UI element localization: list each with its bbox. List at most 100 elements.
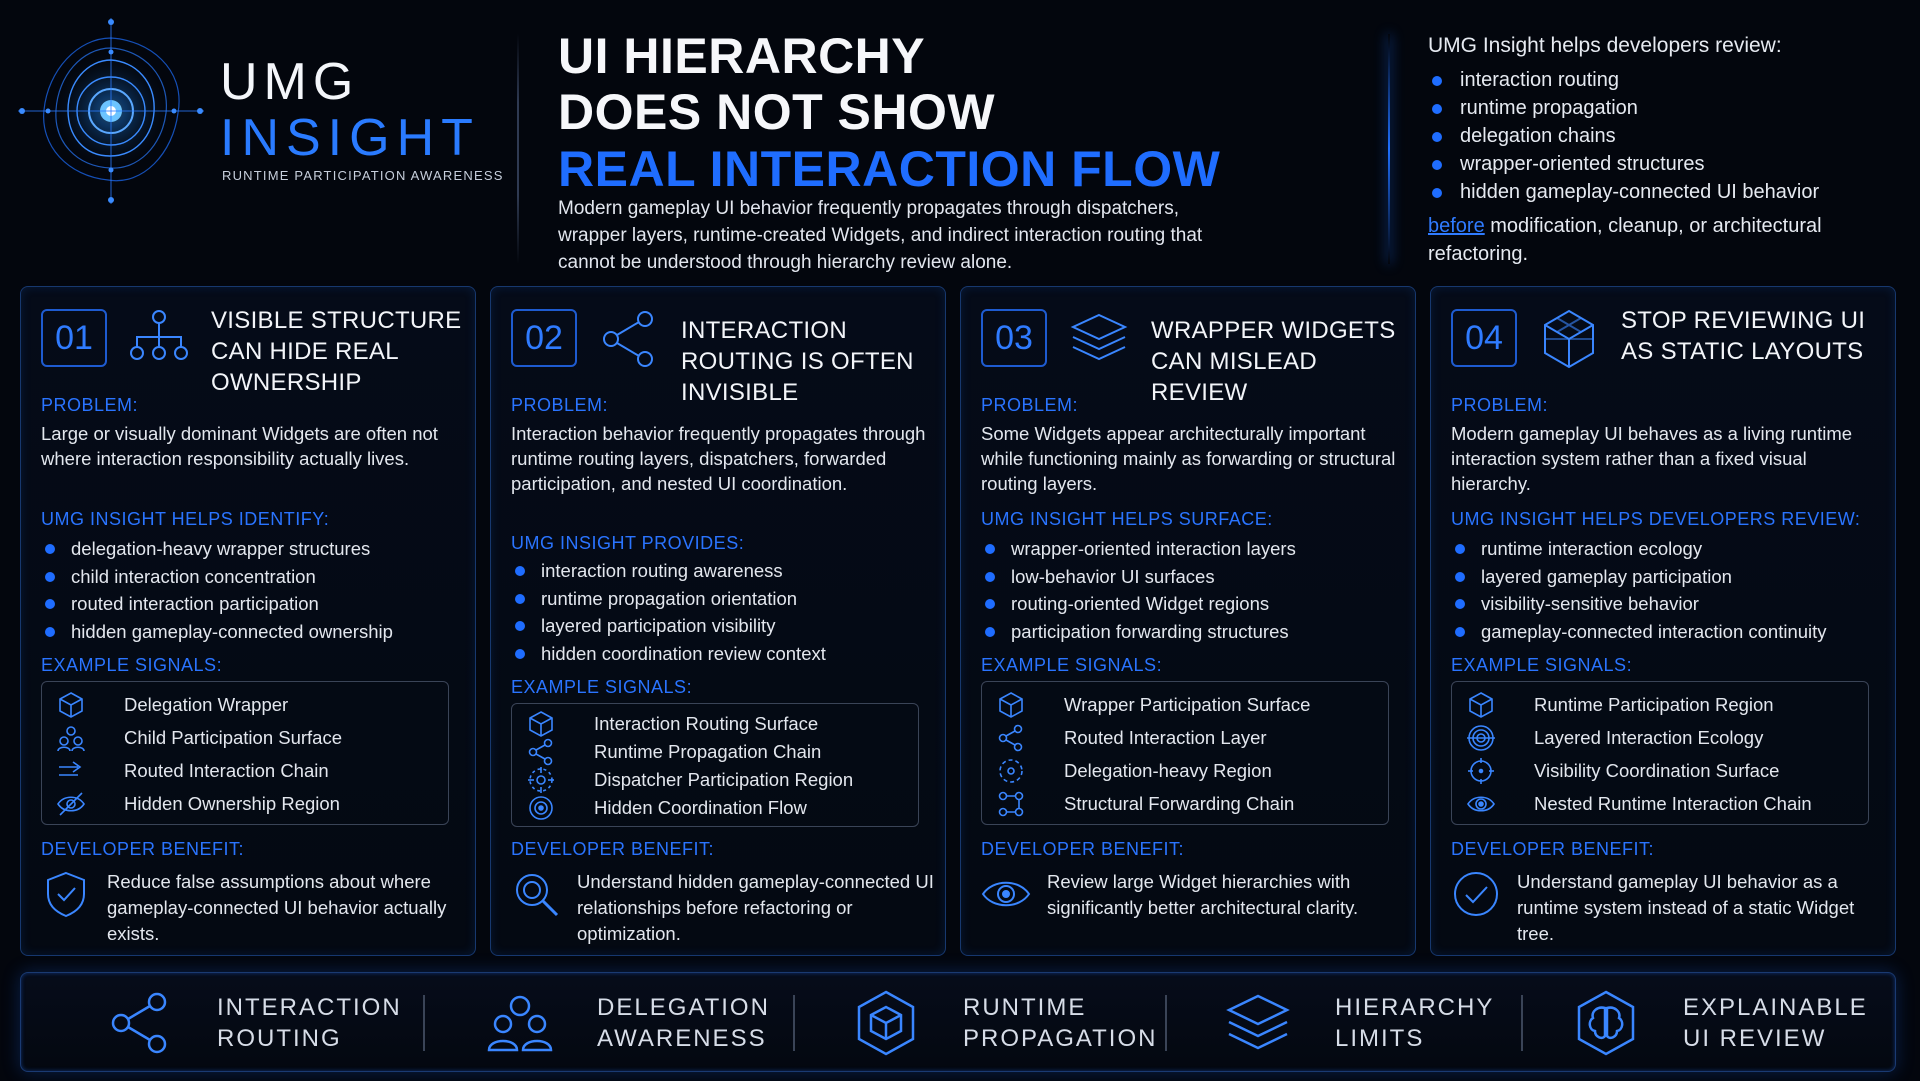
magnifier-icon [516,874,559,917]
signal-label: Interaction Routing Surface [594,713,819,734]
signals-label: EXAMPLE SIGNALS: [1451,655,1633,675]
signal-label: Routed Interaction Chain [124,759,329,781]
problem-text: Interaction behavior frequently propagat… [511,423,926,494]
signal-row: Routed Interaction Layer [982,721,1388,754]
list-item: gameplay-connected interaction continuit… [1451,618,1881,646]
review-list: interaction routing runtime propagation … [1428,66,1898,206]
share-icon [528,738,553,766]
signal-row: Runtime Participation Region [1452,688,1868,721]
list-item: hidden coordination review context [511,640,941,668]
review-item: interaction routing [1428,66,1898,94]
benefit-label: DEVELOPER BENEFIT: [511,839,715,859]
brand-word-umg: UMG [220,53,360,111]
cube-icon [999,691,1023,718]
feature-separator [1165,995,1167,1051]
helps-list: interaction routing awareness runtime pr… [511,557,941,667]
signal-label: Wrapper Participation Surface [1064,693,1311,715]
card-number: 03 [981,309,1047,367]
review-item: runtime propagation [1428,94,1898,122]
signal-label: Child Participation Surface [124,726,342,748]
benefit-label: DEVELOPER BENEFIT: [981,839,1185,859]
signals-label: EXAMPLE SIGNALS: [41,655,223,675]
share-nodes-icon [111,992,167,1054]
feature-line-1: INTERACTION [217,994,402,1021]
card-title: VISIBLE STRUCTURE CAN HIDE REAL OWNERSHI… [211,307,462,396]
headline: UI HIERARCHY DOES NOT SHOW REAL INTERACT… [558,28,1220,198]
cube-icon [59,691,83,718]
benefit-text: Reduce false assumptions about where gam… [107,871,447,944]
signal-label: Delegation-heavy Region [1064,759,1272,781]
signal-row: Hidden Ownership Region [42,787,448,820]
list-item: runtime propagation orientation [511,585,941,613]
people-icon [487,995,553,1052]
share-icon [998,724,1023,751]
hierarchy-tree-icon [130,310,188,360]
card-01: 01 VISIBLE STRUCTURE CAN HIDE REAL OWNER… [20,286,476,956]
list-item: layered participation visibility [511,612,941,640]
list-item: routed interaction participation [41,590,471,618]
hex-cube-icon [1544,309,1594,369]
header-divider-glow [1388,34,1390,264]
card-number: 02 [511,309,577,367]
signal-row: Layered Interaction Ecology [1452,721,1868,754]
feature-separator [793,995,795,1051]
list-item: delegation-heavy wrapper structures [41,535,471,563]
helps-label: UMG INSIGHT HELPS DEVELOPERS REVIEW: [1451,509,1861,529]
signal-label: Delegation Wrapper [124,693,289,715]
forward-chain-icon [998,791,1024,816]
feature-line-2: UI REVIEW [1683,1025,1827,1052]
benefit-text: Understand hidden gameplay-connected UI … [577,871,934,944]
eye-icon [1467,795,1495,812]
signal-label: Runtime Propagation Chain [594,741,822,762]
list-item: hidden gameplay-connected ownership [41,618,471,646]
feature-interaction-routing: INTERACTION ROUTING [105,973,402,1073]
eye-off-icon [57,791,85,816]
signal-row: Delegation Wrapper [42,688,448,721]
review-footnote: before modification, cleanup, or archite… [1428,212,1898,268]
list-item: participation forwarding structures [981,618,1411,646]
signal-row: Nested Runtime Interaction Chain [1452,787,1868,820]
feature-label: INTERACTION ROUTING [217,992,402,1054]
list-item: layered gameplay participation [1451,563,1881,591]
brain-icon [1577,990,1635,1056]
problem-label: PROBLEM: [981,395,1079,415]
dashed-circle-icon [999,758,1023,783]
helps-list: wrapper-oriented interaction layers low-… [981,535,1411,645]
hex-cube-icon [857,990,915,1056]
list-item: interaction routing awareness [511,557,941,585]
feature-line-2: ROUTING [217,1025,342,1052]
dispatcher-icon [528,767,554,793]
signal-row: Hidden Coordination Flow [512,794,918,822]
check-circle-icon [1454,872,1498,916]
before-link[interactable]: before [1428,215,1485,237]
arrow-right-icon [59,760,82,776]
problem-text: Large or visually dominant Widgets are o… [41,423,438,469]
signal-row: Structural Forwarding Chain [982,787,1388,820]
group-icon [57,725,85,751]
list-item: runtime interaction ecology [1451,535,1881,563]
cube-icon [529,711,553,737]
feature-separator [423,995,425,1051]
helps-label: UMG INSIGHT HELPS SURFACE: [981,509,1273,529]
header-divider [517,34,519,264]
shield-check-icon [47,871,85,918]
signal-row: Child Participation Surface [42,721,448,754]
radar-logo-icon [18,18,204,204]
signal-label: Hidden Coordination Flow [594,797,807,818]
review-intro: UMG Insight helps developers review: [1428,34,1782,57]
signal-label: Hidden Ownership Region [124,792,340,814]
helps-list: delegation-heavy wrapper structures chil… [41,535,471,645]
review-item: wrapper-oriented structures [1428,150,1898,178]
benefit-text: Review large Widget hierarchies with sig… [1047,871,1359,918]
signal-row: Visibility Coordination Surface [1452,754,1868,787]
benefit-label: DEVELOPER BENEFIT: [1451,839,1655,859]
signals-box: Interaction Routing Surface Runtime Prop… [511,703,919,827]
problem-text: Some Widgets appear architecturally impo… [981,423,1396,494]
benefit-label: DEVELOPER BENEFIT: [41,839,245,859]
